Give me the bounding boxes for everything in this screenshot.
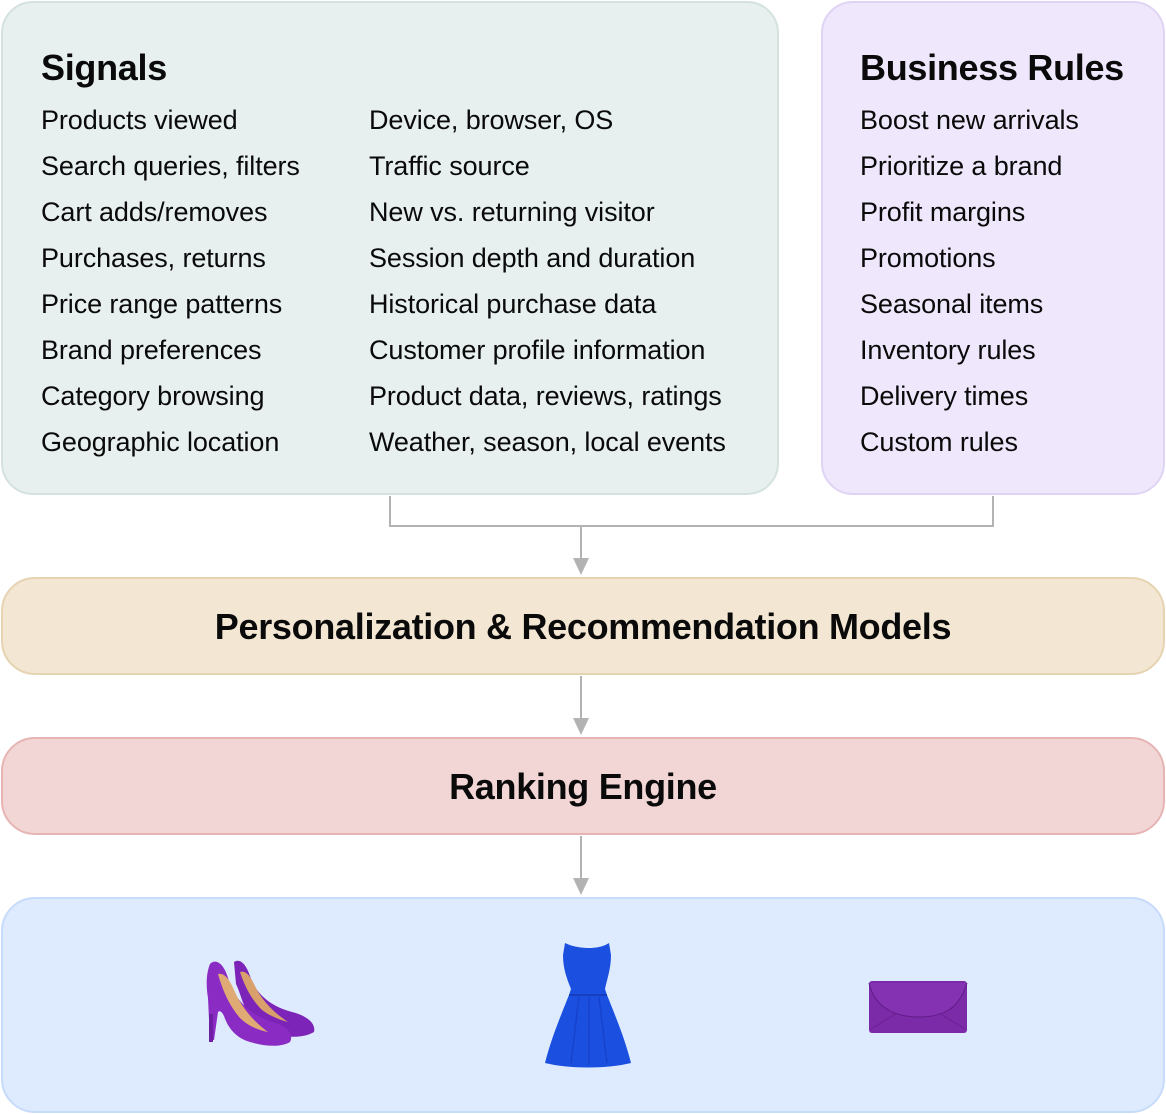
models-box: Personalization & Recommendation Models bbox=[1, 577, 1165, 675]
signal-item: Cart adds/removes bbox=[41, 197, 268, 227]
signal-item: Purchases, returns bbox=[41, 243, 266, 273]
rule-item: Promotions bbox=[860, 243, 996, 273]
signal-item: Category browsing bbox=[41, 381, 265, 411]
signal-item: Price range patterns bbox=[41, 289, 283, 319]
signal-item: Weather, season, local events bbox=[369, 427, 726, 457]
dress-icon bbox=[545, 943, 631, 1068]
merge-connector bbox=[389, 496, 994, 527]
rule-item: Prioritize a brand bbox=[860, 151, 1063, 181]
signal-item: Geographic location bbox=[41, 427, 280, 457]
rule-item: Seasonal items bbox=[860, 289, 1044, 319]
signals-title: Signals bbox=[41, 47, 167, 88]
signal-item: Session depth and duration bbox=[369, 243, 696, 273]
rule-item: Profit margins bbox=[860, 197, 1026, 227]
signal-item: Product data, reviews, ratings bbox=[369, 381, 722, 411]
rule-item: Delivery times bbox=[860, 381, 1029, 411]
ranking-label: Ranking Engine bbox=[449, 766, 717, 807]
clutch-icon bbox=[868, 981, 968, 1033]
arrow-down-icon bbox=[573, 558, 589, 575]
business-rules-title: Business Rules bbox=[860, 47, 1124, 88]
rule-item: Inventory rules bbox=[860, 335, 1036, 365]
ranked-products-panel bbox=[1, 897, 1165, 1113]
signal-item: Search queries, filters bbox=[41, 151, 300, 181]
high-heels-icon bbox=[206, 960, 315, 1046]
signal-item: Products viewed bbox=[41, 105, 238, 135]
rule-item: Custom rules bbox=[860, 427, 1018, 457]
rule-item: Boost new arrivals bbox=[860, 105, 1079, 135]
signal-item: New vs. returning visitor bbox=[369, 197, 655, 227]
signal-item: Device, browser, OS bbox=[369, 105, 614, 135]
arrow-down-icon bbox=[573, 878, 589, 895]
signal-item: Customer profile information bbox=[369, 335, 706, 365]
business-rules-panel: Business Rules Boost new arrivals Priori… bbox=[821, 1, 1165, 495]
models-label: Personalization & Recommendation Models bbox=[214, 606, 952, 647]
signal-item: Traffic source bbox=[369, 151, 530, 181]
signal-item: Historical purchase data bbox=[369, 289, 657, 319]
ranking-engine-box: Ranking Engine bbox=[1, 737, 1165, 835]
signals-panel: Signals Products viewed Search queries, … bbox=[1, 1, 779, 495]
arrow-down-icon bbox=[573, 718, 589, 735]
signal-item: Brand preferences bbox=[41, 335, 262, 365]
